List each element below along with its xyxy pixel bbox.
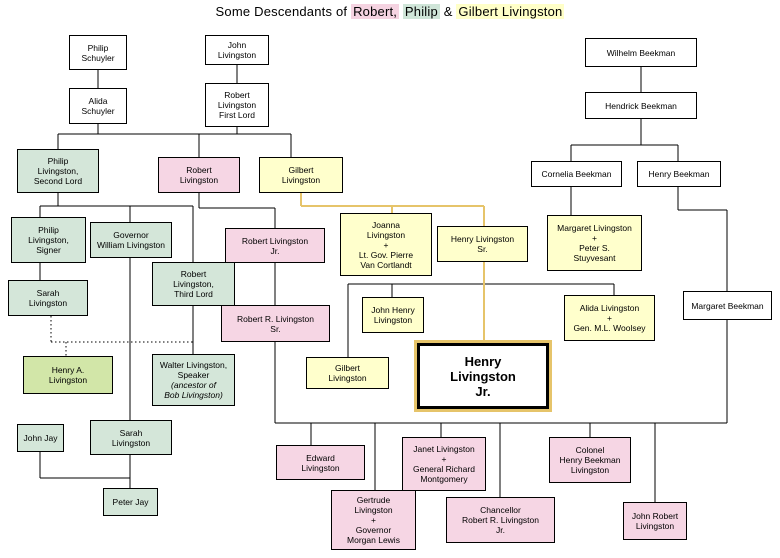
person-chancellor-robert-r-livingston-jr: Chancellor Robert R. Livingston Jr. bbox=[446, 497, 555, 543]
person-robert-third-lord: Robert Livingston, Third Lord bbox=[152, 262, 235, 306]
person-philip-schuyler: Philip Schuyler bbox=[69, 35, 127, 70]
person-edward-livingston: Edward Livingston bbox=[276, 445, 365, 480]
person-john-jay: John Jay bbox=[17, 424, 64, 452]
person-wilhelm-beekman: Wilhelm Beekman bbox=[585, 38, 697, 67]
person-colonel-henry-beekman-livingston: Colonel Henry Beekman Livingston bbox=[549, 437, 631, 483]
person-hendrick-beekman: Hendrick Beekman bbox=[585, 92, 697, 119]
person-robert-r-livingston-sr: Robert R. Livingston Sr. bbox=[221, 305, 330, 342]
title-philip: Philip bbox=[402, 4, 440, 19]
person-gilbert-livingston: Gilbert Livingston bbox=[259, 157, 343, 193]
person-john-robert-livingston: John Robert Livingston bbox=[623, 502, 687, 540]
person-sarah-livingston-2: Sarah Livingston bbox=[90, 420, 172, 455]
person-henry-livingston-sr: Henry Livingston Sr. bbox=[437, 226, 528, 262]
person-margaret-livingston-stuyvesant: Margaret Livingston + Peter S. Stuyvesan… bbox=[547, 215, 642, 271]
person-henry-a-livingston: Henry A. Livingston bbox=[23, 356, 113, 394]
diagram-title: Some Descendants of Robert, Philip & Gil… bbox=[0, 4, 780, 19]
person-robert-livingston-jr: Robert Livingston Jr. bbox=[225, 228, 325, 263]
person-john-henry-livingston: John Henry Livingston bbox=[362, 297, 424, 333]
person-gertrude-livingston-lewis: Gertrude Livingston + Governor Morgan Le… bbox=[331, 490, 416, 550]
person-philip-second-lord: Philip Livingston, Second Lord bbox=[17, 149, 99, 193]
person-alida-schuyler: Alida Schuyler bbox=[69, 88, 127, 124]
person-janet-livingston-montgomery: Janet Livingston + General Richard Montg… bbox=[402, 437, 486, 491]
person-joanna-livingston: Joanna Livingston + Lt. Gov. Pierre Van … bbox=[340, 213, 432, 276]
title-gilbert: Gilbert Livingston bbox=[456, 4, 565, 19]
person-henry-livingston-jr: Henry Livingston Jr. bbox=[414, 340, 552, 412]
walter-note: (ancestor of Bob Livingston) bbox=[164, 380, 223, 400]
person-peter-jay: Peter Jay bbox=[103, 488, 158, 516]
person-robert-livingston: Robert Livingston bbox=[158, 157, 240, 193]
person-henry-beekman: Henry Beekman bbox=[637, 161, 721, 187]
person-robert-first-lord: Robert Livingston First Lord bbox=[205, 83, 269, 127]
person-alida-livingston-woolsey: Alida Livingston + Gen. M.L. Woolsey bbox=[564, 295, 655, 341]
walter-name: Walter Livingston, Speaker bbox=[159, 360, 228, 380]
person-walter-livingston: Walter Livingston, Speaker (ancestor of … bbox=[152, 354, 235, 406]
person-john-livingston: John Livingston bbox=[205, 35, 269, 65]
title-prefix: Some Descendants of bbox=[215, 4, 352, 19]
person-sarah-livingston: Sarah Livingston bbox=[8, 280, 88, 316]
person-margaret-beekman: Margaret Beekman bbox=[683, 291, 772, 320]
title-robert: Robert, bbox=[351, 4, 400, 19]
person-philip-signer: Philip Livingston, Signer bbox=[11, 217, 86, 263]
title-amp: & bbox=[439, 4, 457, 19]
person-gilbert-livingston-2: Gilbert Livingston bbox=[306, 357, 389, 389]
person-governor-william-livingston: Governor William Livingston bbox=[90, 222, 172, 258]
person-cornelia-beekman: Cornelia Beekman bbox=[531, 161, 622, 187]
